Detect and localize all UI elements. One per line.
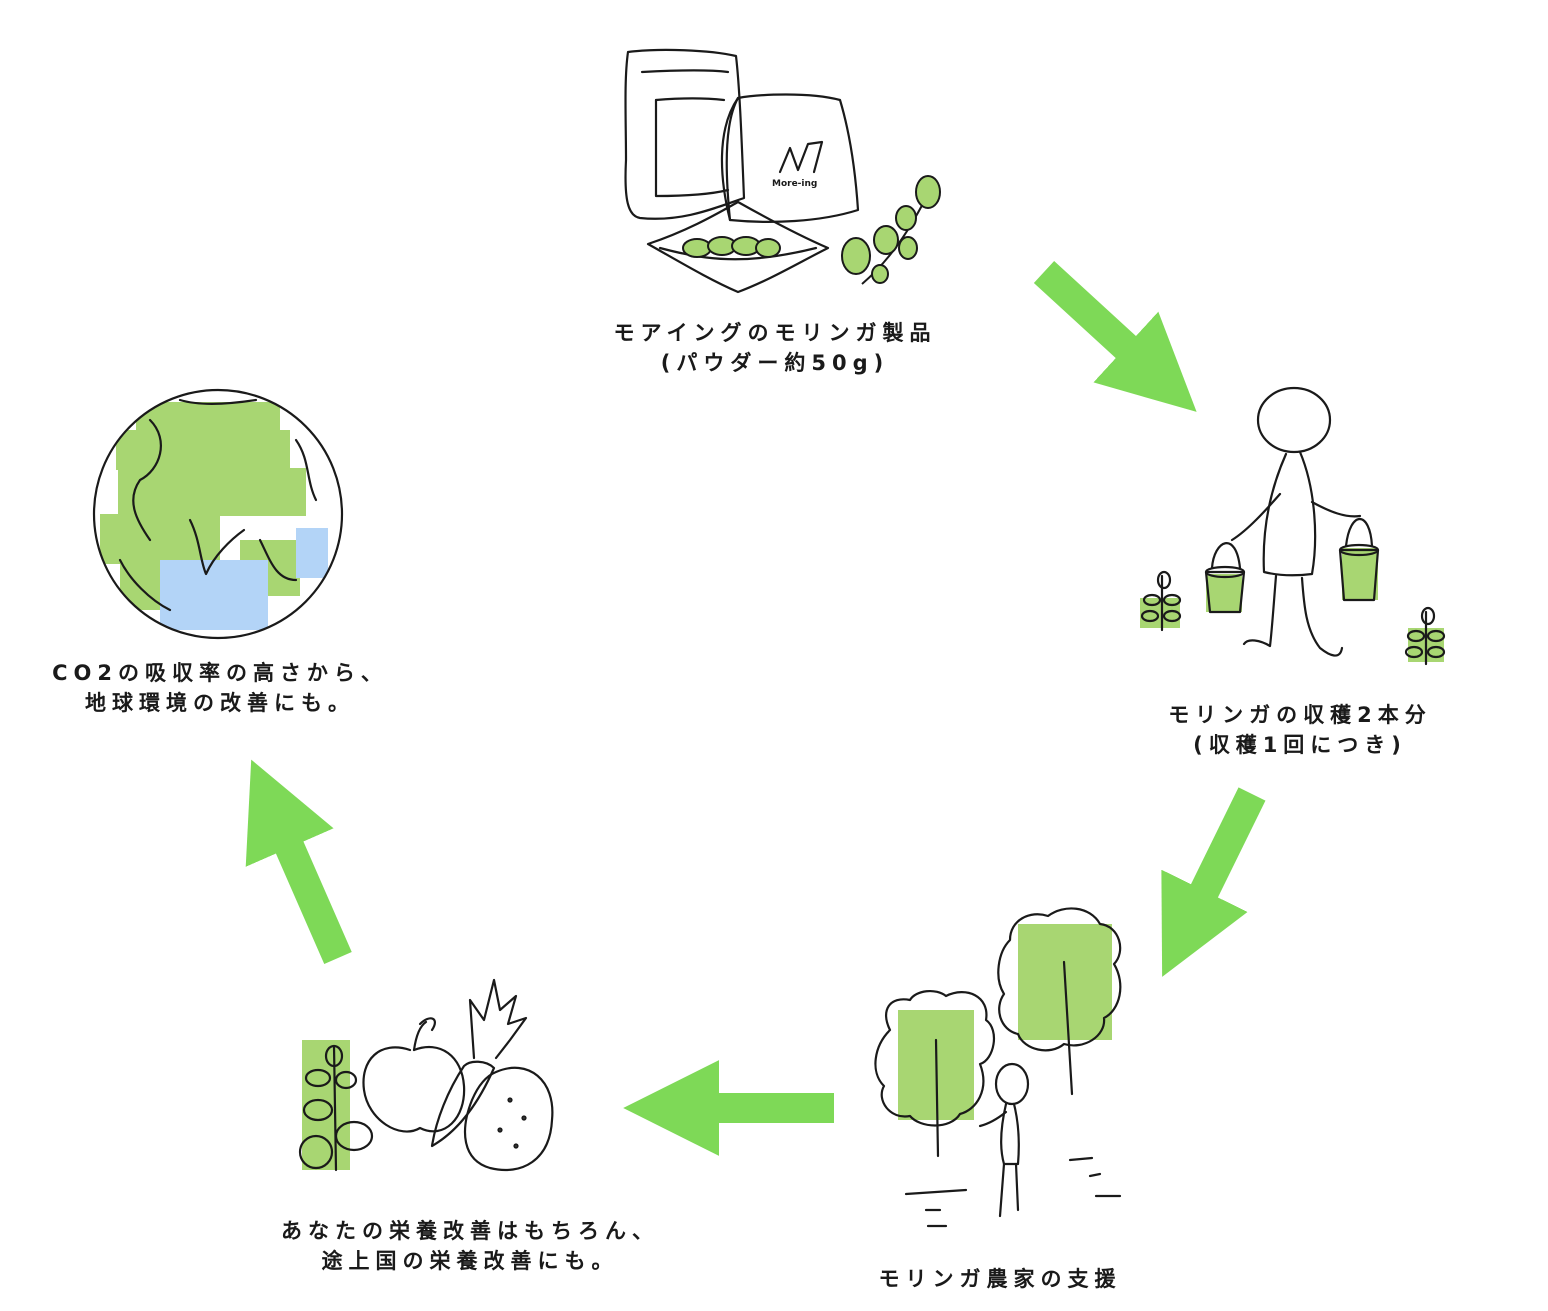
earth-globe-icon (92, 388, 344, 640)
more-ing-logo-text: More-ing (772, 179, 817, 189)
caption-harvest: モリンガの収穫2本分 (収穫1回につき) (1080, 700, 1520, 760)
caption-nutrition-line-1: あなたの栄養改善はもちろん、 (281, 1219, 659, 1243)
caption-product-line-1: モアイングのモリンガ製品 (613, 321, 937, 345)
arrow-product-to-harvest (1033, 260, 1197, 412)
moringa-product-packages-icon: More-ing (624, 48, 860, 294)
caption-earth-line-2: 地球環境の改善にも。 (85, 691, 355, 715)
moringa-tablets (682, 236, 781, 258)
caption-farmer-line-1: モリンガ農家の支援 (878, 1267, 1122, 1291)
caption-earth: CO2の吸収率の高さから、 地球環境の改善にも。 (0, 658, 440, 718)
moringa-sprig-icon (841, 175, 941, 285)
caption-harvest-line-1: モリンガの収穫2本分 (1168, 703, 1432, 727)
caption-product-line-2: (パウダー約50g) (660, 351, 890, 375)
arrow-harvest-to-farmer (1161, 787, 1266, 977)
arrow-nutrition-to-earth (245, 759, 352, 965)
farmer-carrying-buckets-icon (1140, 386, 1446, 666)
caption-nutrition-line-2: 途上国の栄養改善にも。 (321, 1249, 619, 1273)
caption-farmer-support: モリンガ農家の支援 (780, 1264, 1220, 1294)
caption-nutrition: あなたの栄養改善はもちろん、 途上国の栄養改善にも。 (200, 1216, 740, 1276)
moringa-trees-with-farmer-icon (874, 907, 1122, 1228)
cycle-arrows (245, 260, 1266, 1157)
caption-harvest-line-2: (収穫1回につき) (1193, 733, 1407, 757)
vegetables-and-fruits-icon (298, 978, 554, 1172)
caption-product: モアイングのモリンガ製品 (パウダー約50g) (520, 318, 1030, 378)
caption-earth-line-1: CO2の吸収率の高さから、 (52, 661, 388, 685)
